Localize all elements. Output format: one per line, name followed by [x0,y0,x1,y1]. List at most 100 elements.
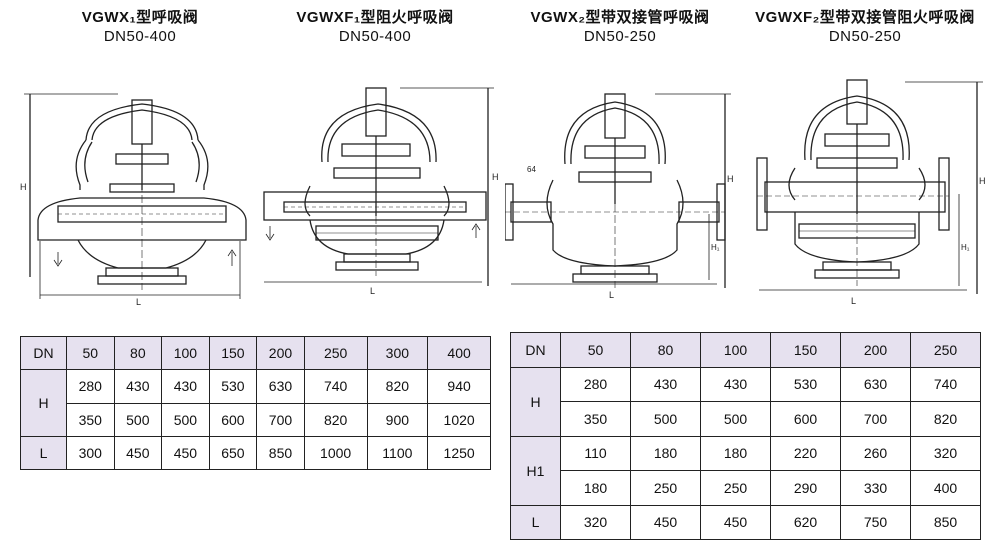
table-cell: 530 [770,366,841,402]
table-cell: 280 [66,369,115,404]
table-cell: 450 [161,435,210,471]
table-header-cell: 50 [560,332,631,368]
table-header-label: DN [20,335,67,371]
table-cell: 700 [256,402,305,437]
table-header-cell: 200 [840,332,911,368]
dim-label-l-1: L [136,297,141,307]
table-cell: 320 [910,435,981,471]
table-cell: 600 [770,401,841,437]
table-cell: 250 [700,470,771,506]
table-header-cell: 200 [256,335,305,371]
table-cell: 350 [560,401,631,437]
table-header-cell: 100 [700,332,771,368]
table-cell: 740 [910,366,981,402]
table-header-cell: 250 [303,335,368,371]
table-row-label: L [20,435,67,471]
dim-label-l-3: L [609,290,614,300]
table-header-cell: 150 [208,335,258,371]
table-cell: 1020 [427,402,491,437]
table-header-cell: 150 [770,332,841,368]
table-cell: 320 [560,504,631,540]
table-row-label: H [20,369,67,437]
table-cell: 450 [630,504,701,540]
table-cell: 430 [161,369,210,404]
table-cell: 330 [840,470,911,506]
table-cell: 650 [208,435,258,471]
dim-label-l-4: L [851,296,856,306]
valve-title-1-range: DN50-400 [103,28,177,45]
table-cell: 430 [630,366,701,402]
table-header-cell: 400 [427,335,491,371]
table-header-cell: 80 [630,332,701,368]
table-cell: 180 [630,435,701,471]
table-cell: 820 [303,402,368,437]
table-cell: 740 [303,369,368,404]
table-cell: 700 [840,401,911,437]
dim-label-h1-4: H₁ [961,243,970,252]
valve-title-3-range: DN50-250 [583,28,657,45]
table-header-cell: 80 [113,335,163,371]
table-cell: 900 [366,402,429,437]
valve-title-2: VGWXF₁型阻火呼吸阀 DN50-400 [280,8,470,46]
table-cell: 500 [161,402,210,437]
table-cell: 260 [840,435,911,471]
dim-label-h-4: H [979,176,986,186]
table-cell: 1250 [427,435,491,471]
valve-drawing-3: 64 H H₁ L [505,93,734,300]
table-cell: 620 [770,504,841,540]
valve-title-2-name: VGWXF₁型阻火呼吸阀 [296,9,454,26]
table-cell: 350 [66,402,115,437]
dim-label-h-1: H [20,182,27,192]
table-cell: 110 [560,435,631,471]
valve-title-2-range: DN50-400 [338,28,412,45]
table-row-label: H [510,366,561,437]
valve-title-4-name: VGWXF₂型带双接管阻火呼吸阀 [755,9,975,26]
dim-label-h-3: H [727,174,734,184]
table-cell: 180 [700,435,771,471]
table-header-cell: 300 [366,335,429,371]
table-cell: 820 [910,401,981,437]
table-cell: 250 [630,470,701,506]
dim-label-64: 64 [527,165,536,174]
table-header-cell: 250 [910,332,981,368]
table-row-label: H1 [510,435,561,506]
table-cell: 850 [910,504,981,540]
table-cell: 280 [560,366,631,402]
table-cell: 430 [700,366,771,402]
table-cell: 500 [630,401,701,437]
table-cell: 220 [770,435,841,471]
table-header-cell: 100 [161,335,210,371]
table-cell: 450 [113,435,163,471]
table-cell: 1000 [303,435,368,471]
valve-title-3-name: VGWX₂型带双接管呼吸阀 [530,9,710,26]
table-cell: 400 [910,470,981,506]
table-cell: 300 [66,435,115,471]
table-cell: 820 [366,369,429,404]
valve-title-4: VGWXF₂型带双接管阻火呼吸阀 DN50-250 [745,8,985,46]
table-cell: 290 [770,470,841,506]
table-cell: 750 [840,504,911,540]
dim-label-l-2: L [370,286,375,296]
table-header-cell: 50 [66,335,115,371]
dim-label-h1-3: H₁ [711,243,720,252]
table-cell: 1100 [366,435,429,471]
table-cell: 940 [427,369,491,404]
table-cell: 530 [208,369,258,404]
table-header-label: DN [510,332,561,368]
valve-title-4-range: DN50-250 [828,28,902,45]
table-cell: 500 [700,401,771,437]
valve-drawing-4: H H₁ L [756,79,986,306]
valve-drawing-2: H L [263,87,499,296]
